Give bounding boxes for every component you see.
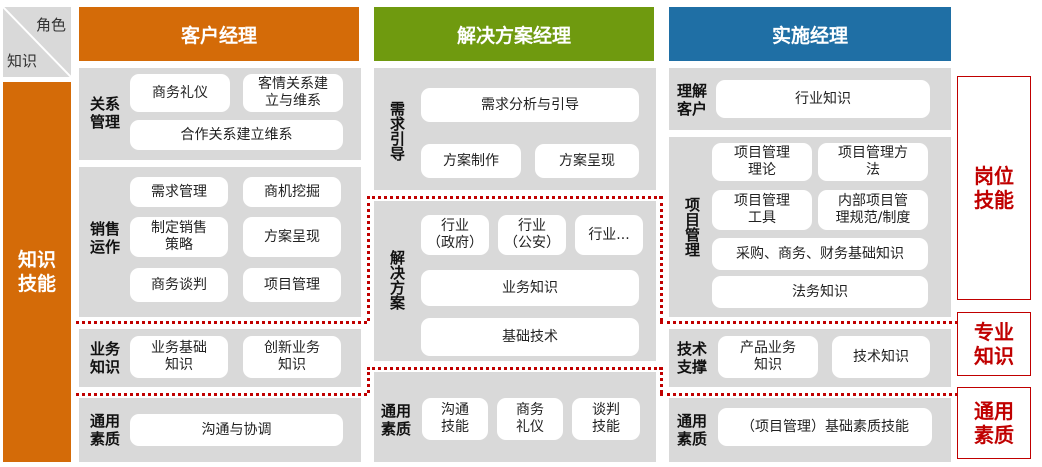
col2-solution-item: 行业 （政府） — [421, 215, 489, 255]
dotted-separator — [76, 321, 367, 324]
col2-general-item: 谈判 技能 — [572, 398, 640, 440]
col3-project-item: 项目管理方 法 — [818, 143, 928, 181]
col2-solution-item: 行业... — [575, 215, 643, 255]
col3-project-label: 项目管理 — [683, 197, 701, 257]
corner-knowledge-label: 知识 — [7, 52, 38, 70]
col3-project-item: 内部项目管 理规范/制度 — [818, 190, 928, 230]
col2-solution-item: 基础技术 — [421, 318, 639, 356]
dotted-separator — [660, 367, 663, 393]
col1-relationship-label: 关系 管理 — [89, 95, 120, 131]
col1-business-item: 创新业务 知识 — [243, 336, 341, 378]
header-solution-manager: 解决方案经理 — [374, 7, 654, 61]
col2-demand-item: 方案呈现 — [535, 144, 639, 178]
right-label-position-skill: 岗位 技能 — [957, 76, 1031, 300]
col1-sales-item: 制定销售 策略 — [130, 217, 228, 257]
col2-solution-label: 解决方案 — [388, 250, 406, 310]
col3-tech-item: 技术知识 — [832, 336, 930, 378]
col3-project-item: 项目管理 工具 — [712, 190, 812, 230]
col3-tech-label: 技术 支撑 — [676, 340, 707, 376]
col1-general-item: 沟通与协调 — [130, 414, 343, 446]
corner-diagonal — [3, 7, 71, 77]
col3-project-item: 法务知识 — [712, 276, 928, 308]
dotted-separator — [367, 367, 662, 370]
col1-sales-item: 商务谈判 — [130, 268, 228, 302]
col2-demand-item: 需求分析与引导 — [421, 88, 639, 122]
col1-relationship-item: 合作关系建立维系 — [130, 120, 343, 150]
col1-relationship-item: 商务礼仪 — [130, 74, 230, 112]
col2-general-label: 通用 素质 — [380, 402, 411, 438]
col1-business-label: 业务 知识 — [89, 340, 120, 376]
col1-sales-label: 销售 运作 — [89, 220, 120, 256]
left-bar-knowledge-skill: 知识 技能 — [3, 82, 71, 462]
col2-solution-item: 业务知识 — [421, 270, 639, 306]
col1-general-label: 通用 素质 — [89, 412, 120, 448]
col2-solution-item: 行业 （公安） — [498, 215, 566, 255]
col2-general-item: 商务 礼仪 — [497, 398, 563, 440]
col3-understand-item: 行业知识 — [716, 80, 930, 118]
col3-tech-item: 产品业务 知识 — [718, 336, 818, 378]
right-label-professional-knowledge: 专业 知识 — [957, 312, 1031, 376]
col1-sales-item: 项目管理 — [243, 268, 341, 302]
corner-role-label: 角色 — [36, 16, 67, 34]
dotted-separator — [660, 196, 663, 321]
col3-understand-label: 理解 客户 — [676, 82, 707, 118]
col3-general-label: 通用 素质 — [676, 412, 707, 448]
header-customer-manager: 客户经理 — [79, 7, 359, 61]
header-implementation-manager: 实施经理 — [669, 7, 951, 61]
col2-demand-label: 需求引导 — [388, 101, 406, 161]
dotted-separator — [76, 393, 367, 396]
col3-general-item: （项目管理）基础素质技能 — [718, 408, 932, 446]
col1-sales-item: 方案呈现 — [243, 217, 341, 257]
col3-project-item: 项目管理 理论 — [712, 143, 812, 181]
col1-sales-item: 商机挖掘 — [243, 177, 341, 207]
col1-relationship-item: 客情关系建 立与维系 — [243, 74, 343, 112]
dotted-separator — [367, 367, 370, 393]
dotted-separator — [367, 196, 370, 321]
col1-sales-item: 需求管理 — [130, 177, 228, 207]
col2-general-item: 沟通 技能 — [422, 398, 488, 440]
col3-project-item: 采购、商务、财务基础知识 — [712, 238, 928, 270]
col1-business-item: 业务基础 知识 — [130, 336, 228, 378]
dotted-separator — [660, 393, 958, 396]
right-label-general-quality: 通用 素质 — [957, 387, 1031, 459]
col2-demand-item: 方案制作 — [421, 144, 521, 178]
dotted-separator — [660, 321, 958, 324]
dotted-separator — [367, 196, 662, 199]
